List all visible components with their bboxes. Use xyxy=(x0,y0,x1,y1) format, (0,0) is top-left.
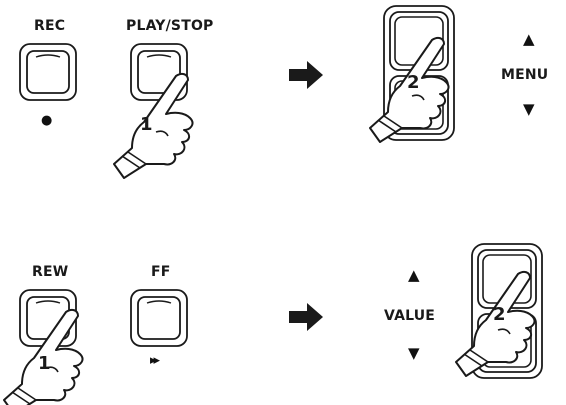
rec-button xyxy=(19,43,77,101)
ff-button xyxy=(130,289,188,347)
step-number-2: 2 xyxy=(493,304,506,325)
rec-indicator-icon: ● xyxy=(41,113,53,128)
menu-up-icon: ▲ xyxy=(523,30,535,48)
ff-label: FF xyxy=(151,264,171,280)
value-up-icon: ▲ xyxy=(408,266,420,284)
fast-forward-icon: ▸▸ xyxy=(150,353,160,368)
step-number-1: 1 xyxy=(140,114,153,135)
right-arrow-icon xyxy=(289,61,323,89)
step-number-1: 1 xyxy=(38,353,51,374)
step-number-2: 2 xyxy=(407,72,420,93)
menu-down-icon: ▼ xyxy=(523,100,535,118)
value-label: VALUE xyxy=(384,308,436,324)
menu-label: MENU xyxy=(501,67,549,83)
right-arrow-icon xyxy=(289,303,323,331)
play-stop-label: PLAY/STOP xyxy=(126,18,214,34)
rec-label: REC xyxy=(34,18,66,34)
rew-label: REW xyxy=(32,264,69,280)
value-down-icon: ▼ xyxy=(408,344,420,362)
